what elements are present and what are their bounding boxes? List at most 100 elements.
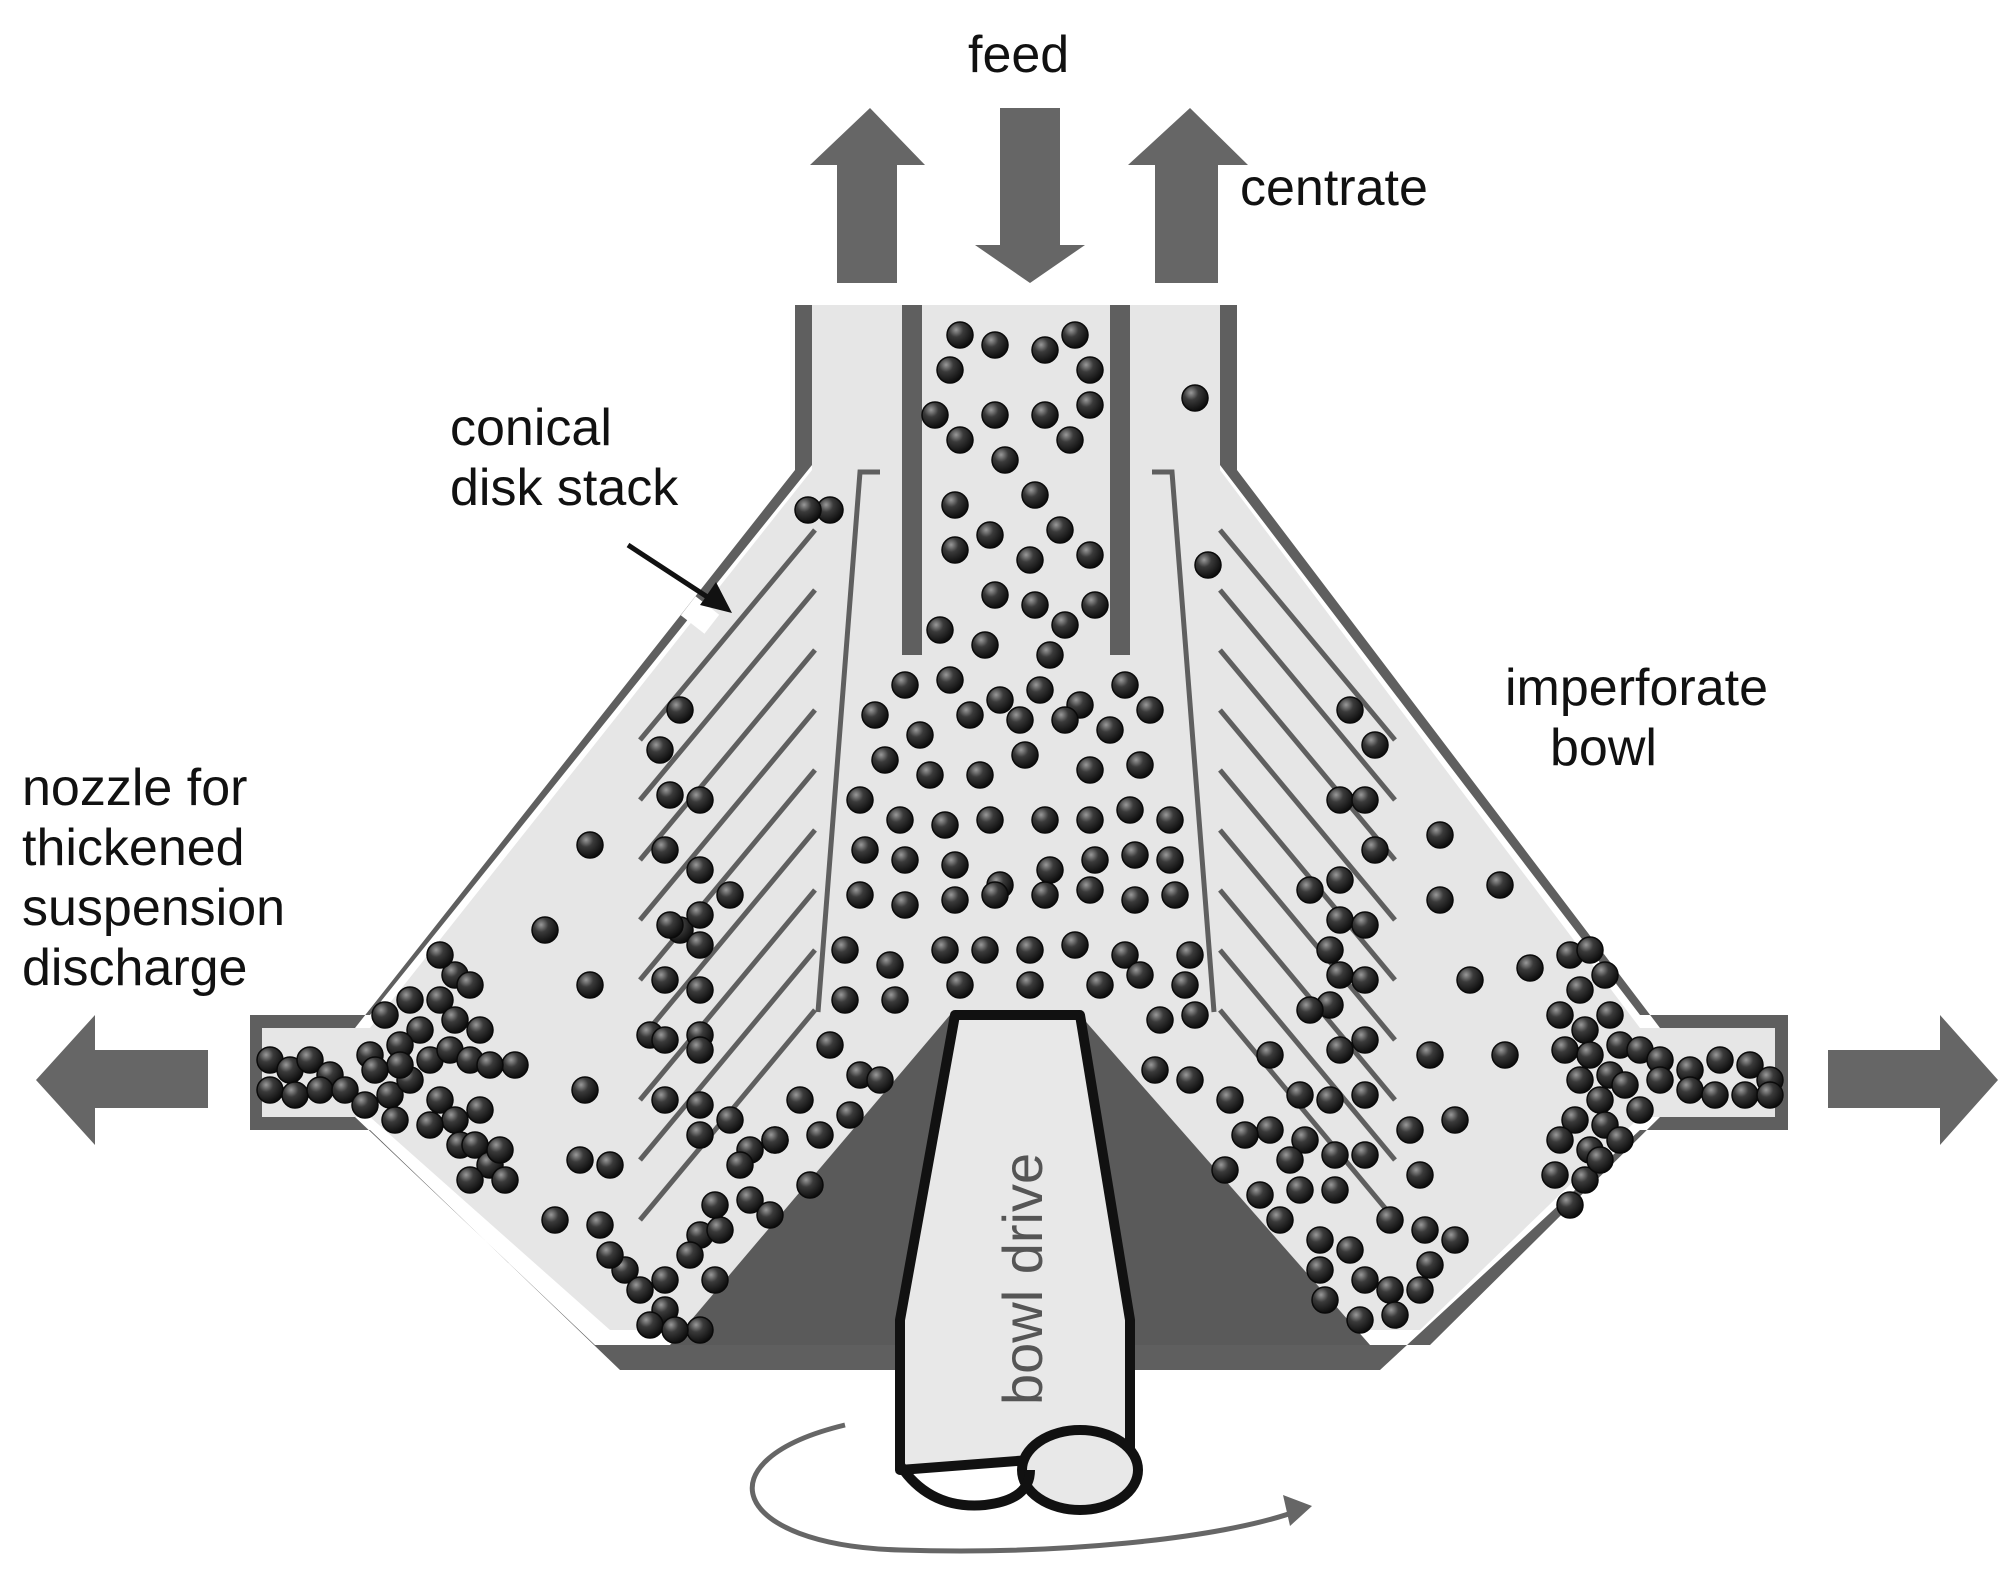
particle xyxy=(1756,1081,1784,1109)
particle xyxy=(651,966,679,994)
particle xyxy=(1351,1141,1379,1169)
particle xyxy=(716,881,744,909)
particle xyxy=(1176,1066,1204,1094)
particle xyxy=(831,986,859,1014)
particle xyxy=(426,941,454,969)
particle xyxy=(1021,481,1049,509)
particle xyxy=(726,1151,754,1179)
particle xyxy=(661,1316,689,1344)
particle xyxy=(1181,384,1209,412)
particle xyxy=(1361,836,1389,864)
particle xyxy=(946,971,974,999)
particle xyxy=(701,1191,729,1219)
particle xyxy=(1701,1081,1729,1109)
particle xyxy=(306,1076,334,1104)
particle xyxy=(281,1081,309,1109)
particle xyxy=(656,911,684,939)
particle xyxy=(846,786,874,814)
particle xyxy=(1731,1081,1759,1109)
disk-stack-pointer xyxy=(626,542,732,613)
particle xyxy=(596,1241,624,1269)
particle xyxy=(1246,1181,1274,1209)
particle xyxy=(441,1106,469,1134)
particle xyxy=(1351,786,1379,814)
particle xyxy=(1141,1056,1169,1084)
particle xyxy=(1076,541,1104,569)
particle xyxy=(1566,976,1594,1004)
particle xyxy=(646,736,674,764)
centrate-arrow-left xyxy=(810,108,925,283)
particle xyxy=(1181,1001,1209,1029)
particle xyxy=(1316,936,1344,964)
particle xyxy=(1081,846,1109,874)
particle xyxy=(466,1016,494,1044)
nozzle-arrow-left xyxy=(36,1015,208,1145)
particle xyxy=(871,746,899,774)
particle xyxy=(1516,954,1544,982)
disk-stack-label-line1: conical xyxy=(450,399,612,457)
particle xyxy=(736,1186,764,1214)
particle xyxy=(1076,391,1104,419)
particle xyxy=(1426,886,1454,914)
nozzle-label-line1: nozzle for xyxy=(22,759,247,817)
particle xyxy=(1326,866,1354,894)
particle xyxy=(976,521,1004,549)
particle xyxy=(1086,971,1114,999)
particle xyxy=(1256,1116,1284,1144)
particle xyxy=(666,696,694,724)
particle xyxy=(1016,936,1044,964)
particle xyxy=(1551,1036,1579,1064)
particle xyxy=(1216,1086,1244,1114)
particle xyxy=(381,1106,409,1134)
particle xyxy=(1336,1236,1364,1264)
nozzle-label-line4: discharge xyxy=(22,939,247,997)
particle xyxy=(936,356,964,384)
particle xyxy=(1361,731,1389,759)
particle xyxy=(916,761,944,789)
particle xyxy=(941,851,969,879)
particle xyxy=(1396,1116,1424,1144)
particle xyxy=(1326,786,1354,814)
disk-stack-label-line2: disk stack xyxy=(450,459,679,517)
particle xyxy=(466,1096,494,1124)
particle xyxy=(1491,1041,1519,1069)
particle xyxy=(386,1051,414,1079)
particle xyxy=(1611,1071,1639,1099)
particle xyxy=(891,891,919,919)
particle xyxy=(686,1316,714,1344)
particle xyxy=(296,1046,324,1074)
particle xyxy=(1156,806,1184,834)
particle xyxy=(576,971,604,999)
particle xyxy=(1346,1306,1374,1334)
particle xyxy=(941,491,969,519)
particle xyxy=(501,1051,529,1079)
particle xyxy=(1441,1226,1469,1254)
rotation-arrow xyxy=(749,1422,1312,1554)
particle xyxy=(966,761,994,789)
particle xyxy=(1296,996,1324,1024)
particle xyxy=(1286,1176,1314,1204)
particle xyxy=(1626,1096,1654,1124)
particle xyxy=(1061,321,1089,349)
particle xyxy=(651,1266,679,1294)
particle xyxy=(1326,906,1354,934)
particle xyxy=(1146,1006,1174,1034)
particle xyxy=(686,976,714,1004)
particle xyxy=(1031,336,1059,364)
particle xyxy=(1586,1146,1614,1174)
particle xyxy=(1136,696,1164,724)
particle xyxy=(1266,1206,1294,1234)
particle xyxy=(651,1026,679,1054)
particle xyxy=(416,1111,444,1139)
particle xyxy=(656,781,684,809)
drive-shaft-bottom xyxy=(895,1462,1035,1511)
particle xyxy=(1121,841,1149,869)
particle xyxy=(946,321,974,349)
particle xyxy=(686,786,714,814)
particle xyxy=(1646,1066,1674,1094)
particle xyxy=(1296,876,1324,904)
discharge-arrow-right xyxy=(1828,1015,1998,1145)
particle xyxy=(566,1146,594,1174)
particle xyxy=(906,721,934,749)
particle xyxy=(476,1051,504,1079)
